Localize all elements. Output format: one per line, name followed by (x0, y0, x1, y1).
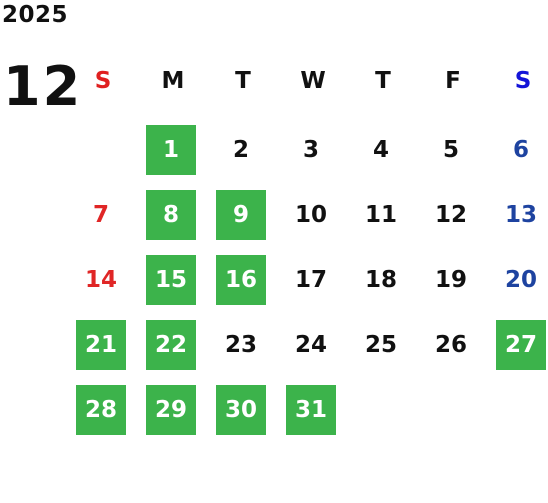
day-10[interactable]: 10 (294, 202, 327, 228)
weekday-tue: T (235, 68, 251, 94)
weekday-sat: S (514, 68, 532, 94)
day-13[interactable]: 13 (504, 202, 537, 228)
day-24[interactable]: 24 (294, 332, 327, 358)
day-8[interactable]: 8 (146, 190, 196, 240)
year-label: 2025 (2, 2, 69, 28)
day-26[interactable]: 26 (434, 332, 467, 358)
day-9[interactable]: 9 (216, 190, 266, 240)
day-12[interactable]: 12 (434, 202, 467, 228)
day-29[interactable]: 29 (146, 385, 196, 435)
month-label: 12 (3, 55, 83, 118)
day-27[interactable]: 27 (496, 320, 546, 370)
day-6[interactable]: 6 (512, 137, 529, 163)
day-30[interactable]: 30 (216, 385, 266, 435)
day-15[interactable]: 15 (146, 255, 196, 305)
day-28[interactable]: 28 (76, 385, 126, 435)
day-16[interactable]: 16 (216, 255, 266, 305)
weekday-sun: S (94, 68, 112, 94)
day-25[interactable]: 25 (364, 332, 397, 358)
day-20[interactable]: 20 (504, 267, 537, 293)
day-31[interactable]: 31 (286, 385, 336, 435)
day-7[interactable]: 7 (92, 202, 109, 228)
weekday-wed: W (300, 68, 326, 94)
day-18[interactable]: 18 (364, 267, 397, 293)
day-11[interactable]: 11 (364, 202, 397, 228)
weekday-mon: M (161, 68, 185, 94)
day-14[interactable]: 14 (84, 267, 117, 293)
weekday-thu: T (375, 68, 391, 94)
day-5[interactable]: 5 (442, 137, 459, 163)
day-21[interactable]: 21 (76, 320, 126, 370)
day-23[interactable]: 23 (224, 332, 257, 358)
weekday-fri: F (445, 68, 461, 94)
day-1[interactable]: 1 (146, 125, 196, 175)
day-17[interactable]: 17 (294, 267, 327, 293)
day-22[interactable]: 22 (146, 320, 196, 370)
day-4[interactable]: 4 (372, 137, 389, 163)
day-3[interactable]: 3 (302, 137, 319, 163)
day-19[interactable]: 19 (434, 267, 467, 293)
day-2[interactable]: 2 (232, 137, 249, 163)
